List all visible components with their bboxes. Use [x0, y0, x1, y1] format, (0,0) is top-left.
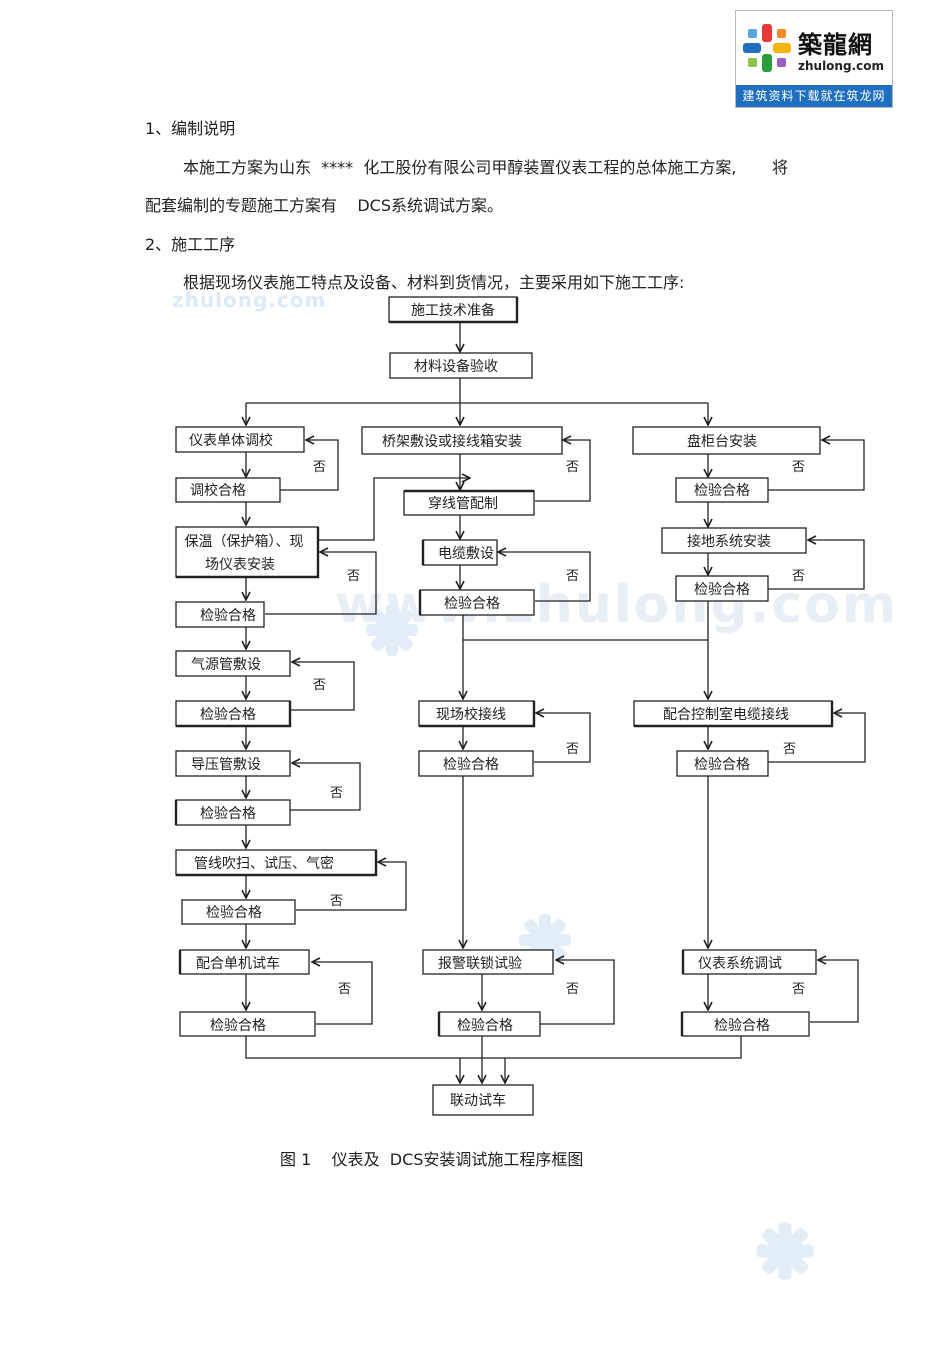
box-label: 调校合格 — [190, 482, 246, 499]
watermark-snowflake-icon — [756, 1222, 814, 1280]
no-label: 否 — [330, 786, 343, 801]
no-label: 否 — [313, 460, 326, 475]
box-cable-laying: 电缆敷设 — [421, 539, 498, 566]
box-joint-trial-run: 联动试车 — [432, 1084, 534, 1116]
box-label: 盘柜台安装 — [687, 433, 757, 450]
snowflake-logo-icon — [743, 24, 791, 72]
section2-intro: 根据现场仪表施工特点及设备、材料到货情况，主要采用如下施工工序: — [183, 273, 685, 292]
watermark-small: zhulong.com — [172, 288, 327, 312]
no-label: 否 — [566, 742, 579, 757]
logo-slogan: 建筑资料下载就在筑龙网 — [736, 85, 892, 107]
box-inspection-pass: 检验合格 — [174, 799, 291, 826]
zhulong-logo: 築龍網 zhulong.com 建筑资料下载就在筑龙网 — [735, 10, 893, 108]
no-label: 否 — [338, 982, 351, 997]
box-control-room-wiring: 配合控制室电缆接线 — [633, 700, 834, 728]
no-label: 否 — [347, 569, 360, 584]
box-label: 报警联锁试验 — [438, 956, 522, 972]
box-label: 现场校接线 — [436, 706, 506, 723]
box-label: 导压管敷设 — [191, 757, 261, 773]
box-label: 气源管敷设 — [191, 657, 261, 673]
section1-paragraph-line1: 本施工方案为山东 **** 化工股份有限公司甲醇装置仪表工程的总体施工方案, 将 — [183, 158, 789, 177]
box-system-commissioning: 仪表系统调试 — [681, 949, 817, 975]
box-label: 管线吹扫、试压、气密 — [194, 855, 334, 872]
box-instrument-calibration: 仪表单体调校 — [175, 426, 305, 453]
box-label: 仪表单体调校 — [189, 432, 273, 449]
section2-heading: 2、施工工序 — [145, 235, 236, 254]
box-inspection-pass: 检验合格 — [418, 750, 534, 777]
flow-connectors — [246, 322, 866, 1083]
box-label: 检验合格 — [444, 596, 500, 612]
box-construction-prep: 施工技术准备 — [388, 296, 519, 324]
box-label: 检验合格 — [694, 757, 750, 773]
box-label: 检验合格 — [200, 707, 256, 723]
box-impulse-pipe-laying: 导压管敷设 — [175, 750, 291, 777]
box-label: 检验合格 — [457, 1018, 513, 1034]
no-label: 否 — [566, 569, 579, 584]
box-material-acceptance: 材料设备验收 — [389, 352, 533, 379]
box-inspection-pass: 检验合格 — [675, 575, 769, 602]
box-inspection-pass: 检验合格 — [179, 1011, 316, 1037]
box-label: 联动试车 — [450, 1092, 506, 1109]
box-inspection-pass: 检验合格 — [675, 477, 769, 503]
box-label: 施工技术准备 — [411, 302, 495, 319]
box-label: 检验合格 — [714, 1018, 770, 1034]
box-alarm-interlock-test: 报警联锁试验 — [422, 949, 554, 975]
box-label: 检验合格 — [200, 608, 256, 624]
section1-paragraph-line2: 配套编制的专题施工方案有 DCS系统调试方案。 — [145, 196, 503, 215]
no-label: 否 — [783, 742, 796, 757]
no-label: 否 — [566, 982, 579, 997]
box-label: 检验合格 — [206, 905, 262, 921]
box-inspection-pass: 检验合格 — [676, 750, 769, 777]
watermark-snowflake-icon — [366, 604, 418, 656]
box-label: 桥架敷设或接线箱安装 — [382, 433, 522, 450]
box-label: 接地系统安装 — [687, 533, 771, 550]
box-grounding-install: 接地系统安装 — [661, 527, 807, 554]
box-inspection-pass: 检验合格 — [175, 700, 292, 728]
box-field-wiring-check: 现场校接线 — [418, 700, 536, 728]
box-label: 检验合格 — [443, 757, 499, 773]
box-inspection-pass: 检验合格 — [175, 601, 265, 628]
box-label: 场仪表安装 — [205, 557, 275, 573]
box-inspection-pass: 检验合格 — [181, 899, 296, 925]
box-inspection-pass: 检验合格 — [437, 1011, 541, 1037]
no-labels: 否 否 否 否 否 否 否 否 否 否 否 否 否 否 — [313, 460, 805, 997]
box-insulation-install: 保温（保护箱）、现 场仪表安装 — [175, 526, 320, 579]
logo-domain: zhulong.com — [798, 59, 884, 73]
box-label: 配合控制室电缆接线 — [663, 706, 789, 723]
section1-heading: 1、编制说明 — [145, 119, 236, 138]
box-air-pipe-laying: 气源管敷设 — [175, 650, 291, 677]
box-label: 仪表系统调试 — [698, 956, 782, 972]
box-label: 电缆敷设 — [438, 546, 494, 562]
box-pipe-purge-test: 管线吹扫、试压、气密 — [175, 849, 378, 877]
figure-caption: 图 1 仪表及 DCS安装调试施工程序框图 — [280, 1150, 584, 1169]
box-label: 材料设备验收 — [414, 358, 498, 375]
box-label: 配合单机试车 — [196, 955, 280, 972]
box-cable-tray-install: 桥架敷设或接线箱安装 — [361, 426, 563, 455]
box-label: 检验合格 — [694, 483, 750, 499]
no-label: 否 — [792, 569, 805, 584]
box-conduit-prep: 穿线管配制 — [403, 489, 535, 516]
logo-chinese-name: 築龍網 — [798, 31, 873, 59]
box-inspection-pass: 检验合格 — [418, 589, 535, 616]
box-label: 穿线管配制 — [428, 496, 498, 512]
box-label: 检验合格 — [694, 582, 750, 598]
box-label: 检验合格 — [210, 1018, 266, 1034]
no-label: 否 — [792, 982, 805, 997]
box-label: 保温（保护箱）、现 — [185, 534, 304, 550]
box-cabinet-install: 盘柜台安装 — [632, 426, 821, 455]
box-calibration-pass: 调校合格 — [175, 477, 281, 503]
no-label: 否 — [330, 894, 343, 909]
no-label: 否 — [566, 460, 579, 475]
box-label: 检验合格 — [200, 806, 256, 822]
box-inspection-pass: 检验合格 — [680, 1011, 810, 1037]
no-label: 否 — [792, 460, 805, 475]
no-label: 否 — [313, 678, 326, 693]
box-single-machine-test: 配合单机试车 — [178, 949, 310, 975]
